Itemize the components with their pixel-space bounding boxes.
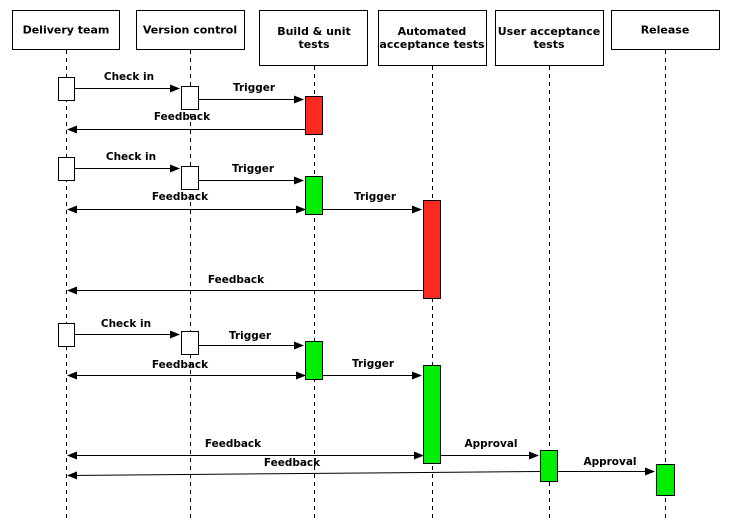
participant-label: acceptance tests: [379, 38, 485, 51]
participant-box: [259, 10, 368, 66]
message-approval: Approval: [557, 456, 655, 476]
message-arrow: [67, 471, 541, 480]
message-feedback: Feedback: [67, 457, 541, 480]
message-label: Approval: [583, 456, 636, 468]
participant-box: [136, 10, 245, 50]
participant-label: Build & unit: [277, 25, 351, 38]
message-check-in: Check in: [74, 71, 180, 93]
participant-box: [378, 10, 487, 66]
participant-box: [12, 10, 120, 50]
message-label: Trigger: [232, 163, 275, 175]
activation-delivery-neutral: [58, 77, 75, 101]
message-trigger: Trigger: [322, 191, 422, 214]
activation-automated-passed: [423, 365, 441, 464]
message-trigger: Trigger: [198, 163, 304, 185]
message-label: Trigger: [229, 330, 272, 342]
activation-version-neutral: [181, 331, 199, 355]
participant-label: Release: [641, 24, 690, 37]
message-label: Feedback: [152, 359, 209, 371]
message-label: Feedback: [154, 111, 211, 123]
activation-version-neutral: [181, 86, 199, 110]
participant-label: Version control: [143, 24, 237, 37]
participant-label: tests: [533, 38, 565, 51]
participant-box: [495, 10, 604, 66]
activation-release-passed: [656, 464, 675, 496]
participant-label: User acceptance: [498, 25, 601, 38]
message-label: Check in: [106, 151, 156, 163]
message-label: Approval: [464, 438, 517, 450]
participant-label: Automated: [398, 25, 467, 38]
message-label: Check in: [104, 71, 154, 83]
message-feedback: Feedback: [67, 191, 306, 214]
message-trigger: Trigger: [198, 82, 304, 104]
participant-delivery: Delivery team: [12, 10, 120, 50]
participant-release: Release: [611, 10, 720, 50]
message-trigger: Trigger: [322, 358, 422, 380]
participant-label: tests: [298, 38, 330, 51]
message-label: Feedback: [264, 457, 321, 469]
message-feedback: Feedback: [67, 274, 423, 295]
message-label: Feedback: [152, 191, 209, 203]
activation-delivery-neutral: [58, 323, 75, 347]
participant-label: Delivery team: [23, 24, 110, 37]
message-label: Feedback: [208, 274, 265, 286]
message-feedback: Feedback: [67, 111, 305, 134]
participant-version: Version control: [136, 10, 245, 50]
message-feedback: Feedback: [67, 438, 424, 460]
message-label: Feedback: [205, 438, 262, 450]
message-check-in: Check in: [74, 151, 180, 173]
activation-build-failed: [305, 96, 323, 135]
activation-build-passed: [305, 176, 323, 215]
activation-delivery-neutral: [58, 157, 75, 181]
message-label: Trigger: [233, 82, 276, 94]
message-label: Check in: [101, 318, 151, 330]
activation-version-neutral: [181, 166, 199, 190]
participant-box: [611, 10, 720, 50]
activation-automated-failed: [423, 200, 441, 299]
message-check-in: Check in: [74, 318, 180, 339]
activation-build-passed: [305, 341, 323, 380]
message-trigger: Trigger: [198, 330, 304, 350]
activation-uat-passed: [540, 450, 558, 482]
message-feedback: Feedback: [67, 359, 306, 380]
message-label: Trigger: [354, 191, 397, 203]
message-label: Trigger: [352, 358, 395, 370]
message-approval: Approval: [440, 438, 539, 460]
